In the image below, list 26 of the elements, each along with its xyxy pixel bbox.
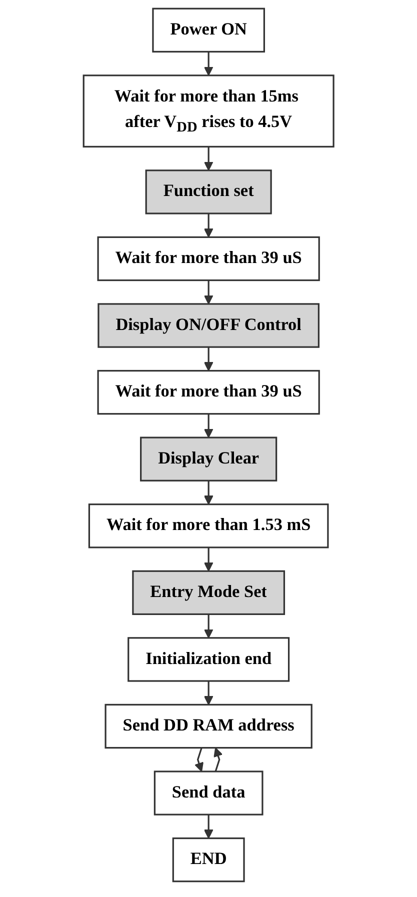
node-box: Power ON	[152, 8, 265, 53]
node-box: END	[172, 837, 245, 882]
arrow	[204, 614, 214, 638]
node-box: Send data	[154, 770, 264, 816]
node-box: Display Clear	[140, 436, 278, 482]
arrow	[204, 681, 214, 706]
arrow	[214, 747, 223, 772]
node-box: Wait for more than 39 uS	[97, 370, 320, 415]
arrow	[204, 146, 214, 171]
arrow	[204, 414, 214, 438]
arrow	[194, 748, 204, 772]
arrow	[204, 347, 214, 372]
node-box: Entry Mode Set	[132, 570, 285, 616]
arrow	[204, 280, 214, 304]
arrow	[204, 547, 214, 572]
node-box: Send DD RAM address	[104, 704, 312, 749]
arrow	[204, 213, 214, 238]
arrow	[204, 480, 214, 505]
node-box: Wait for more than 15ms after V$_{DD}$ rises to 4.5V	[82, 74, 334, 148]
node-box: Function set	[145, 170, 272, 214]
node-box: Initialization end	[127, 637, 290, 682]
node-box: Display ON/OFF Control	[98, 303, 320, 348]
arrow	[204, 814, 214, 839]
node-box: Wait for more than 39 uS	[97, 236, 320, 282]
arrow	[204, 52, 214, 76]
node-box: Wait for more than 1.53 mS	[88, 504, 329, 548]
